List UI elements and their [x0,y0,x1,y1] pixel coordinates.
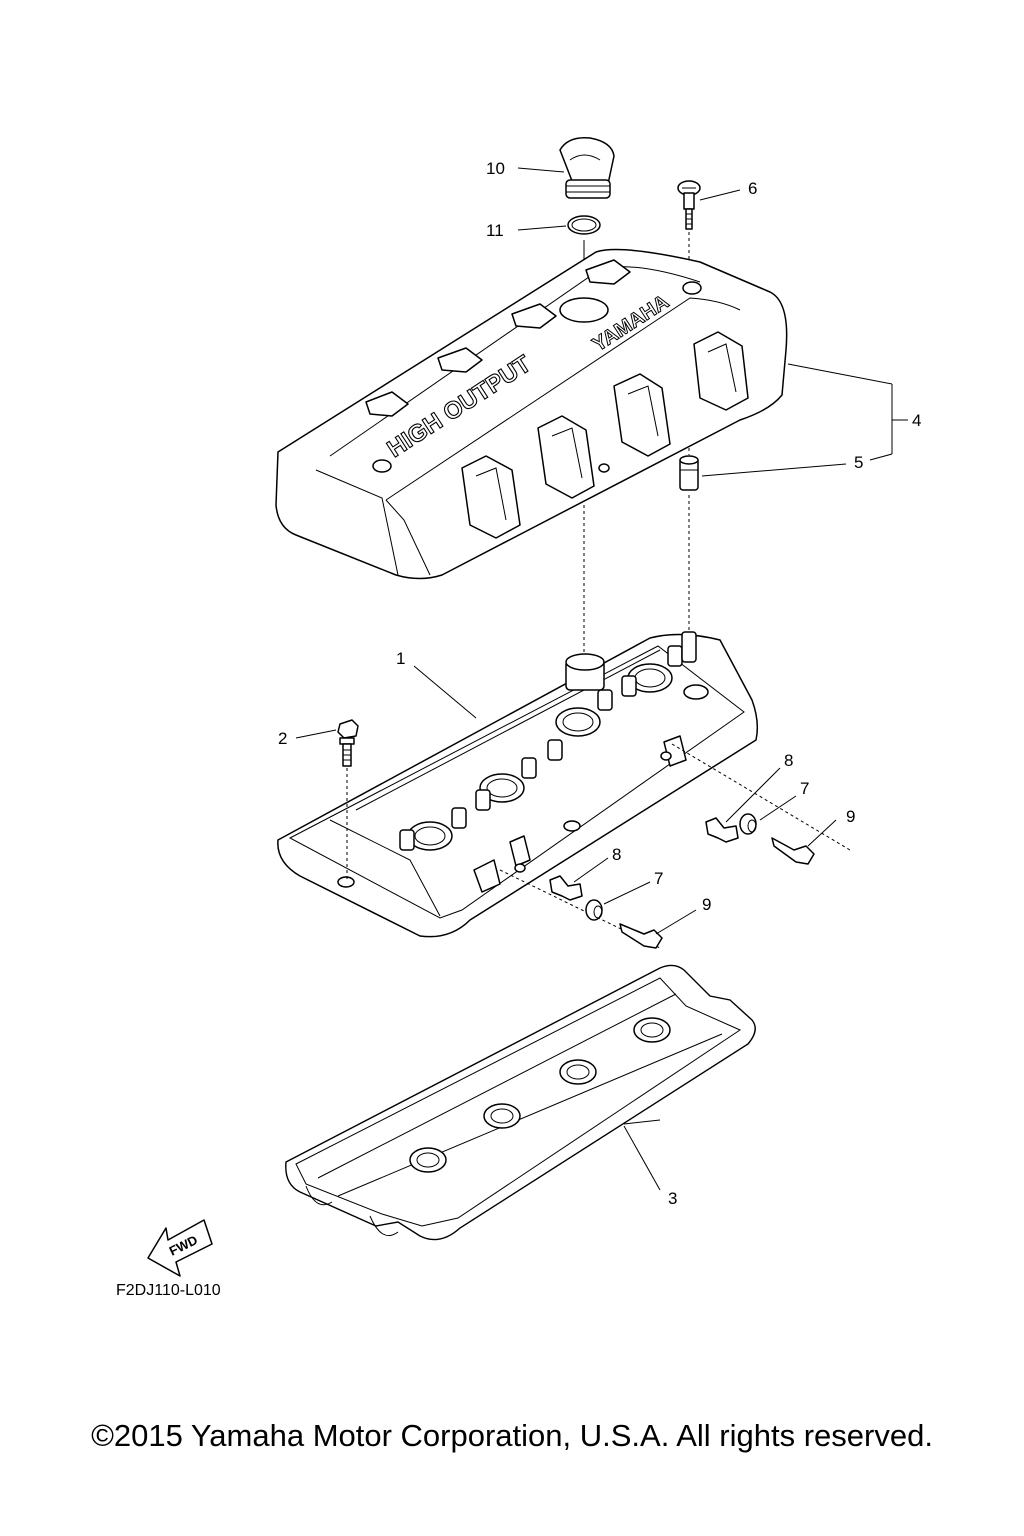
callout-8-left: 8 [612,845,621,864]
callout-3: 3 [668,1189,677,1208]
part-6-screw [677,180,701,230]
callout-2: 2 [278,729,287,748]
part-10-oil-filler-cap [559,137,615,199]
callout-4: 4 [912,411,921,430]
spark-plug-holes [407,663,673,851]
callout-6: 6 [748,179,757,198]
copyright-notice: ©2015 Yamaha Motor Corporation, U.S.A. A… [91,1418,933,1453]
part-4-decorative-cover: HIGH OUTPUT YAMAHA [275,248,788,580]
parts-7-8-9-left-set [499,869,663,949]
callout-leaders [295,167,908,1191]
part-5-grommet [679,455,699,491]
part-3-gasket [285,964,756,1241]
callout-10: 10 [486,159,505,178]
callout-9-left: 9 [702,895,711,914]
callout-7-right: 7 [800,779,809,798]
part-1-cylinder-head-cover [277,631,759,938]
cover-bosses [399,645,683,851]
callout-11: 11 [486,221,504,240]
callout-8-right: 8 [784,751,793,770]
callout-7-left: 7 [654,869,663,888]
part-11-o-ring [567,215,601,235]
forward-direction-arrow: FWD [147,1219,213,1277]
part-2-bolt [337,719,359,767]
callout-numbers: 10 11 6 4 5 1 2 8 7 9 8 7 9 3 [278,159,921,1208]
callout-5: 5 [854,453,863,472]
gasket-seal-rings [409,1017,671,1173]
callout-9-right: 9 [846,807,855,826]
callout-1: 1 [396,649,405,668]
parts-7-8-9-right-set [671,743,851,865]
diagram-code: F2DJ110-L010 [116,1282,221,1299]
